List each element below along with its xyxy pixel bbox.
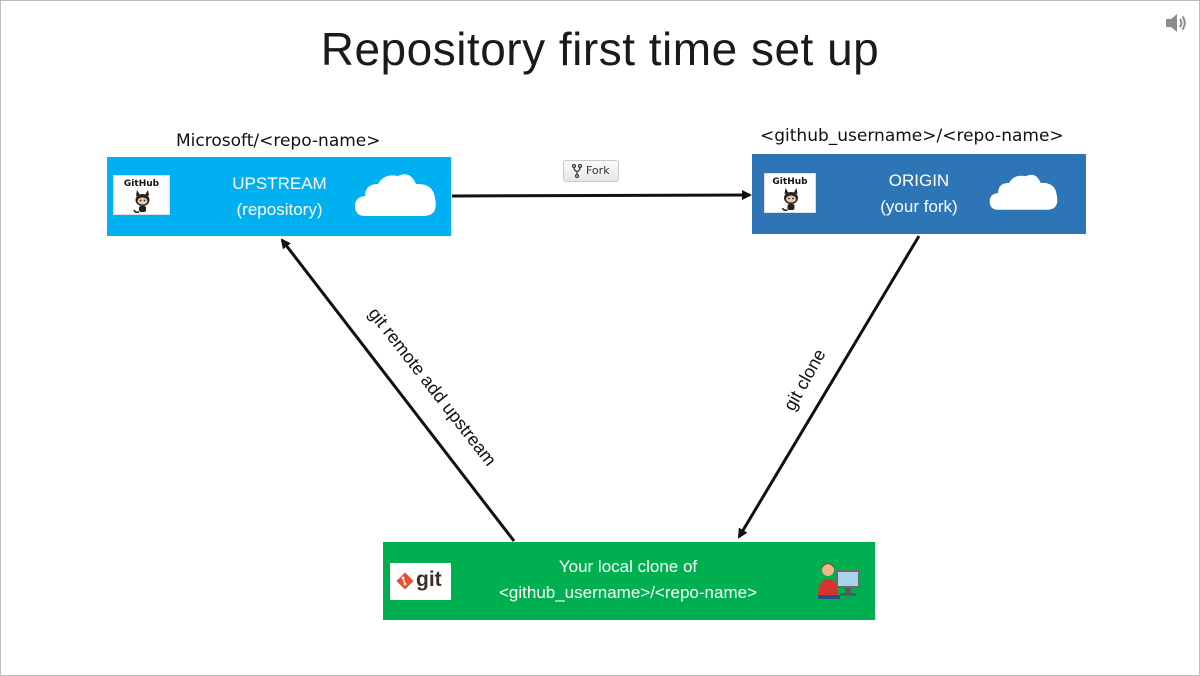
origin-line2: (your fork) (880, 197, 958, 216)
local-label: Your local clone of <github_username>/<r… (463, 554, 793, 606)
fork-arrow (451, 190, 752, 201)
upstream-box: GitHub UPSTREAM (repository) (107, 157, 451, 236)
remote-add-arrow (280, 238, 516, 542)
octocat-icon (781, 188, 798, 211)
upstream-line2: (repository) (236, 200, 323, 219)
local-box: git Your local clone of <github_username… (383, 542, 875, 620)
github-logo: GitHub (764, 173, 816, 213)
github-logo: GitHub (113, 175, 170, 215)
local-line1: Your local clone of (558, 557, 698, 576)
user-computer-icon (818, 563, 860, 599)
git-logo-text: git (416, 568, 442, 591)
github-logo-text: GitHub (123, 179, 160, 189)
cloud-icon (355, 174, 436, 216)
fork-label: Fork (586, 164, 610, 177)
cloud-icon (989, 174, 1058, 210)
speaker-icon[interactable] (1163, 10, 1189, 36)
origin-box: GitHub ORIGIN (your fork) (752, 154, 1086, 234)
fork-icon (572, 164, 582, 178)
upstream-label: UPSTREAM (repository) (202, 171, 357, 223)
git-icon (396, 572, 414, 590)
origin-label: ORIGIN (your fork) (844, 168, 994, 220)
local-line2: <github_username>/<repo-name> (498, 583, 757, 602)
clone-arrow (737, 235, 921, 539)
upstream-line1: UPSTREAM (232, 174, 327, 193)
git-logo: git (390, 563, 451, 600)
origin-caption: <github_username>/<repo-name> (760, 126, 1064, 146)
octocat-icon (133, 190, 150, 213)
slide-title: Repository first time set up (320, 23, 880, 75)
upstream-caption: Microsoft/<repo-name> (176, 131, 381, 151)
origin-line1: ORIGIN (888, 171, 950, 190)
github-logo-text: GitHub (772, 177, 808, 187)
fork-button[interactable]: Fork (563, 160, 619, 182)
